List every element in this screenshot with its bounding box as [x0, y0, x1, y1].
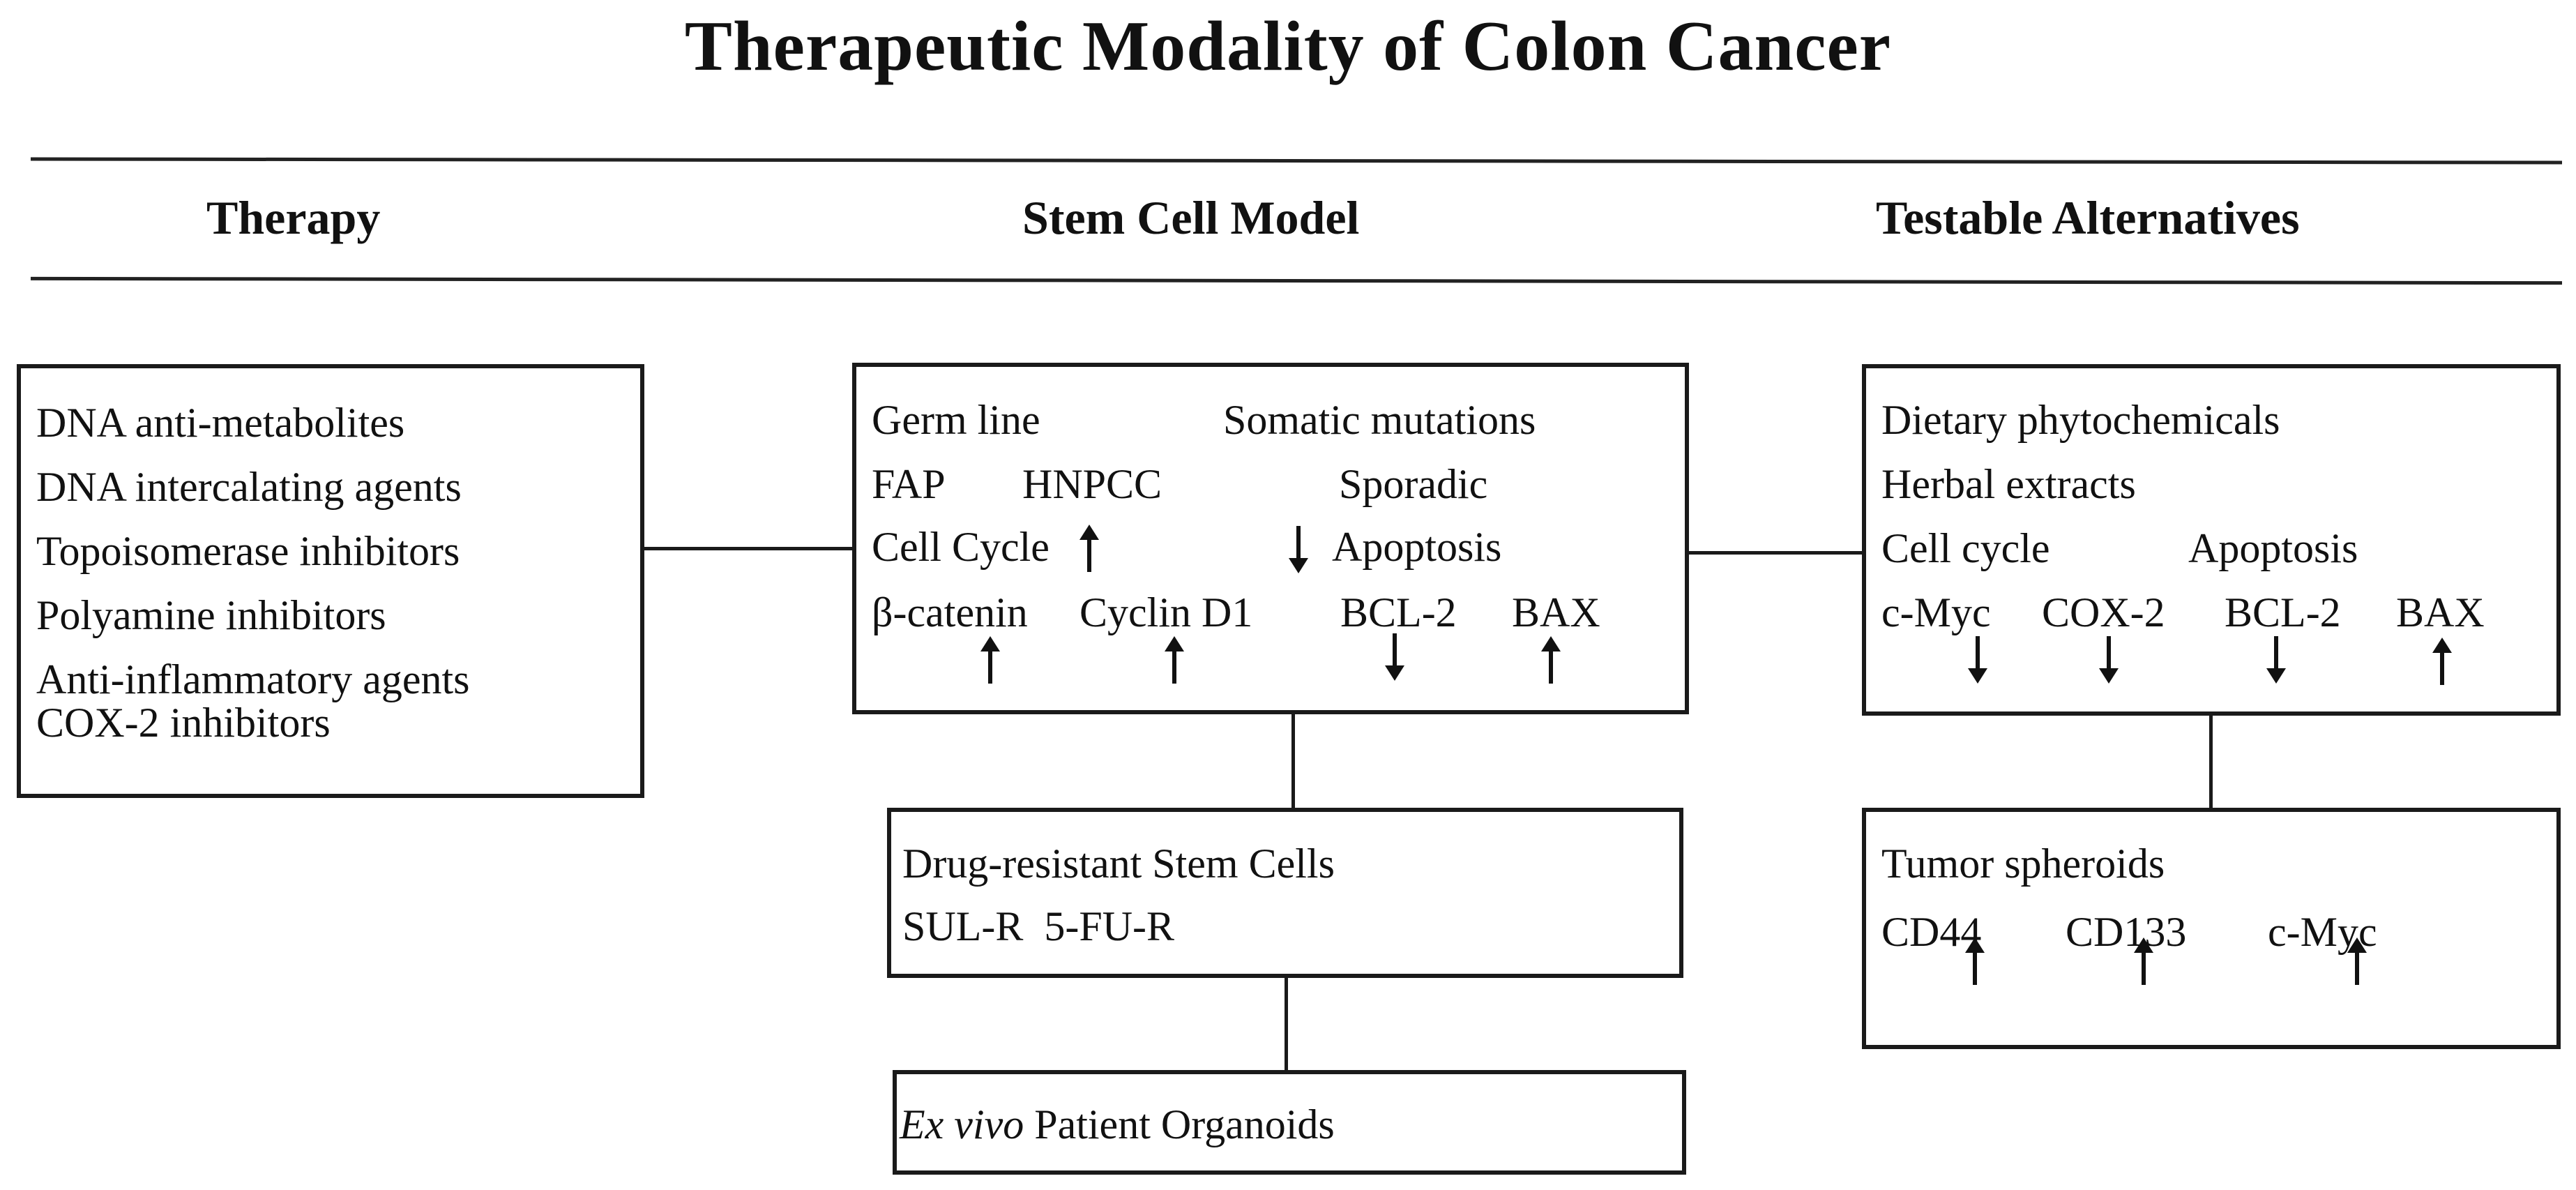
- drug-resistant-items: SUL-R 5-FU-R: [902, 903, 1175, 949]
- alternatives-box: [1862, 364, 2561, 716]
- organoids-italic: Ex vivo: [900, 1101, 1024, 1147]
- spheroid-marker-cd44: CD44: [1881, 909, 1982, 955]
- down-arrow-icon: [1381, 632, 1409, 681]
- header-testable-alternatives: Testable Alternatives: [1876, 191, 2300, 244]
- spheroids-box: [1862, 808, 2561, 1049]
- therapy-item: Polyamine inhibitors: [36, 592, 386, 638]
- connector-drug-organoids: [1285, 978, 1288, 1071]
- drug-resistant-title: Drug-resistant Stem Cells: [902, 841, 1335, 887]
- header-stem-cell-model: Stem Cell Model: [1022, 191, 1360, 244]
- up-arrow-icon: [1160, 636, 1188, 685]
- marker-bcl2: BCL-2: [1340, 589, 1457, 635]
- down-arrow-icon: [2262, 635, 2290, 684]
- alternatives-apoptosis: Apoptosis: [2188, 525, 2358, 571]
- hnpcc-label: HNPCC: [1022, 461, 1162, 507]
- therapy-item: DNA intercalating agents: [36, 464, 462, 510]
- top-rule: [30, 157, 2563, 165]
- cell-cycle-label: Cell Cycle: [872, 524, 1050, 570]
- marker-cyclin-d1: Cyclin D1: [1079, 589, 1253, 635]
- spheroid-marker-cd133: CD133: [2066, 909, 2187, 955]
- alt-marker-cox2: COX-2: [2042, 589, 2165, 635]
- therapy-item: Topoisomerase inhibitors: [36, 528, 460, 574]
- connector-stem-alternatives: [1689, 551, 1865, 555]
- up-arrow-icon: [2428, 638, 2456, 686]
- header-bottom-rule: [30, 276, 2563, 285]
- sporadic-label: Sporadic: [1339, 461, 1488, 507]
- organoids-rest: Patient Organoids: [1024, 1101, 1335, 1147]
- down-arrow-icon: [1285, 525, 1312, 573]
- header-therapy: Therapy: [206, 191, 381, 244]
- alternatives-line1: Dietary phytochemicals: [1881, 397, 2280, 443]
- germ-line-label: Germ line: [872, 397, 1040, 443]
- connector-stem-drug: [1291, 714, 1295, 809]
- up-arrow-icon: [1961, 937, 1989, 986]
- fap-label: FAP: [872, 461, 946, 507]
- up-arrow-icon: [976, 636, 1004, 685]
- alt-marker-bcl2: BCL-2: [2225, 589, 2341, 635]
- up-arrow-icon: [2343, 937, 2371, 986]
- connector-therapy-stem: [644, 547, 854, 550]
- organoids-label: Ex vivo Patient Organoids: [900, 1104, 1335, 1145]
- drug-resistant-box: [887, 808, 1683, 978]
- up-arrow-icon: [2130, 937, 2158, 986]
- marker-beta-catenin: β-catenin: [872, 589, 1028, 635]
- down-arrow-icon: [1964, 635, 1992, 684]
- marker-bax: BAX: [1512, 589, 1600, 635]
- up-arrow-icon: [1537, 636, 1565, 685]
- therapy-item: DNA anti-metabolites: [36, 400, 405, 446]
- down-arrow-icon: [2095, 635, 2123, 684]
- connector-alternatives-spheroids: [2209, 716, 2213, 811]
- stem-cell-model-box: [852, 363, 1689, 714]
- alternatives-line2: Herbal extracts: [1881, 461, 2136, 507]
- alternatives-cell-cycle: Cell cycle: [1881, 525, 2050, 571]
- alt-marker-c-myc: c-Myc: [1881, 589, 1991, 635]
- up-arrow-icon: [1075, 525, 1103, 573]
- somatic-mutations-label: Somatic mutations: [1223, 397, 1536, 443]
- therapy-item: Anti-inflammatory agents: [36, 656, 470, 702]
- therapy-box: [17, 364, 644, 798]
- therapy-item: COX-2 inhibitors: [36, 700, 331, 746]
- organoids-box: [893, 1070, 1686, 1175]
- apoptosis-label: Apoptosis: [1332, 524, 1502, 570]
- spheroids-title: Tumor spheroids: [1881, 841, 2165, 887]
- diagram-title: Therapeutic Modality of Colon Cancer: [684, 7, 1892, 86]
- alt-marker-bax: BAX: [2396, 589, 2485, 635]
